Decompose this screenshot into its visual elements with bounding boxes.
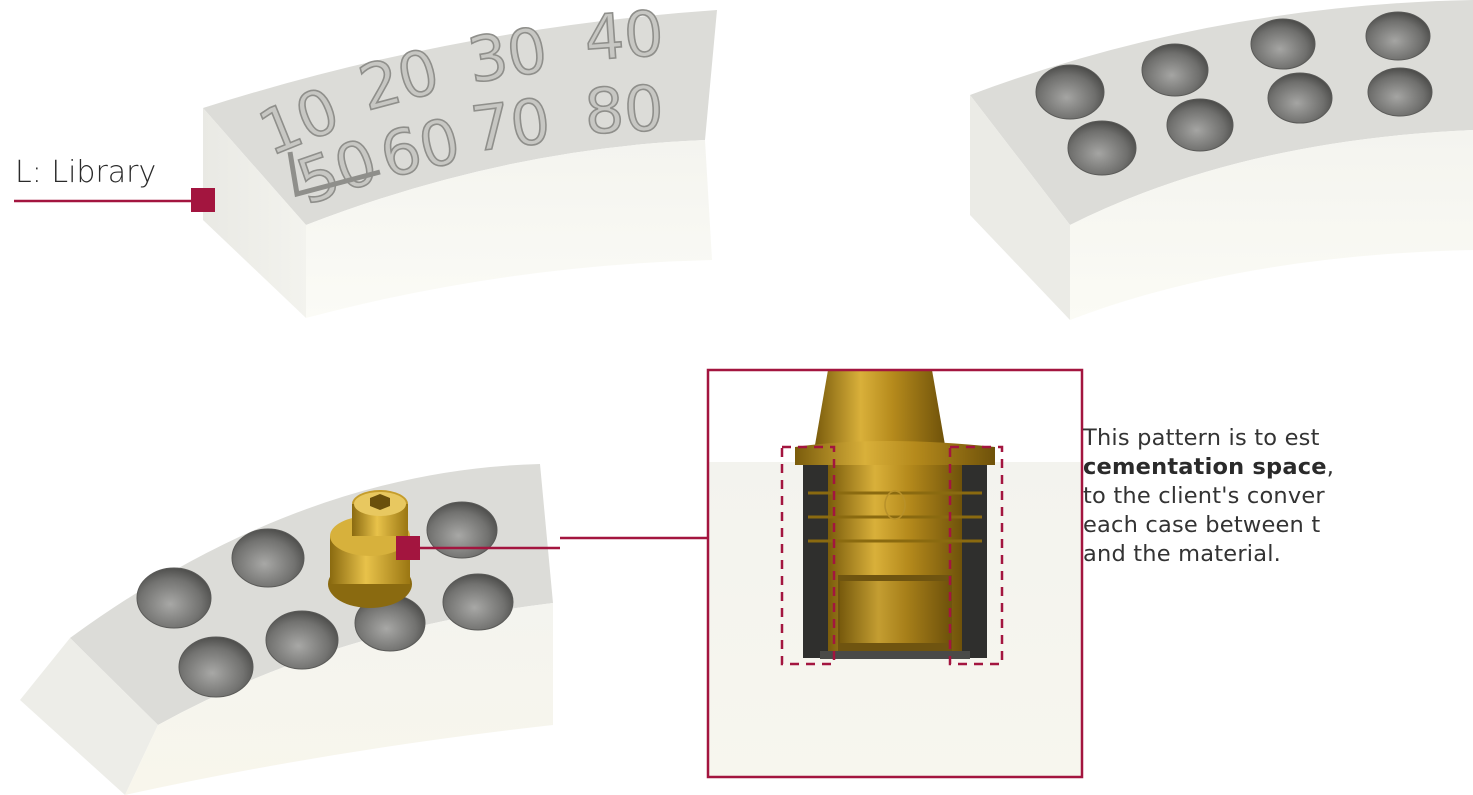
block-front-face [1070,130,1473,320]
callout-marker [191,188,215,212]
description-highlight: cementation space [1083,454,1327,480]
library-label: L: Library [15,155,157,190]
cementation-gap-right [948,445,1004,666]
description-line-rest: , [1326,454,1335,480]
engraved-number: 80 [583,72,666,149]
engraved-number: 70 [467,84,554,166]
detail-frame [706,368,1084,779]
block-left-face [970,95,1070,320]
hole [1367,67,1433,117]
block-left-face [203,108,306,318]
holes-block-image [970,0,1473,320]
hole [231,528,305,588]
hole [178,636,254,698]
hole [1141,43,1209,97]
library-mark [287,151,381,198]
hole [136,567,212,629]
hole [1267,72,1333,124]
callout-marker [396,536,420,560]
hole [1067,120,1137,176]
block-front-face [306,140,712,318]
library-block-image: 10 20 30 40 50 60 70 80 [14,0,717,318]
description: This pattern is to est cementation space… [1083,424,1463,569]
cross-section-detail [706,368,1084,779]
hole [1250,18,1316,70]
block-top-surface [203,10,717,225]
abutment-block-image [20,464,560,795]
callout-connector [560,536,710,540]
hole [426,501,498,559]
hole [265,610,339,670]
hole [442,573,514,631]
abutment-cone [815,370,945,445]
abutment-collar [795,441,995,465]
description-line: This pattern is to est [1083,425,1320,451]
block-left-face [20,638,158,795]
description-line: to the client's conver [1083,483,1325,509]
description-line: cementation space, [1083,453,1463,482]
hole [1035,64,1105,120]
engraved-number: 40 [582,0,666,75]
description-line: and the material. [1083,541,1282,567]
abutment [328,490,412,608]
hole [1365,11,1431,61]
cementation-gap-left [780,445,836,666]
block-front-face [125,603,553,795]
engraved-number: 30 [463,13,552,97]
description-line: each case between t [1083,512,1321,538]
hole [1166,98,1234,152]
